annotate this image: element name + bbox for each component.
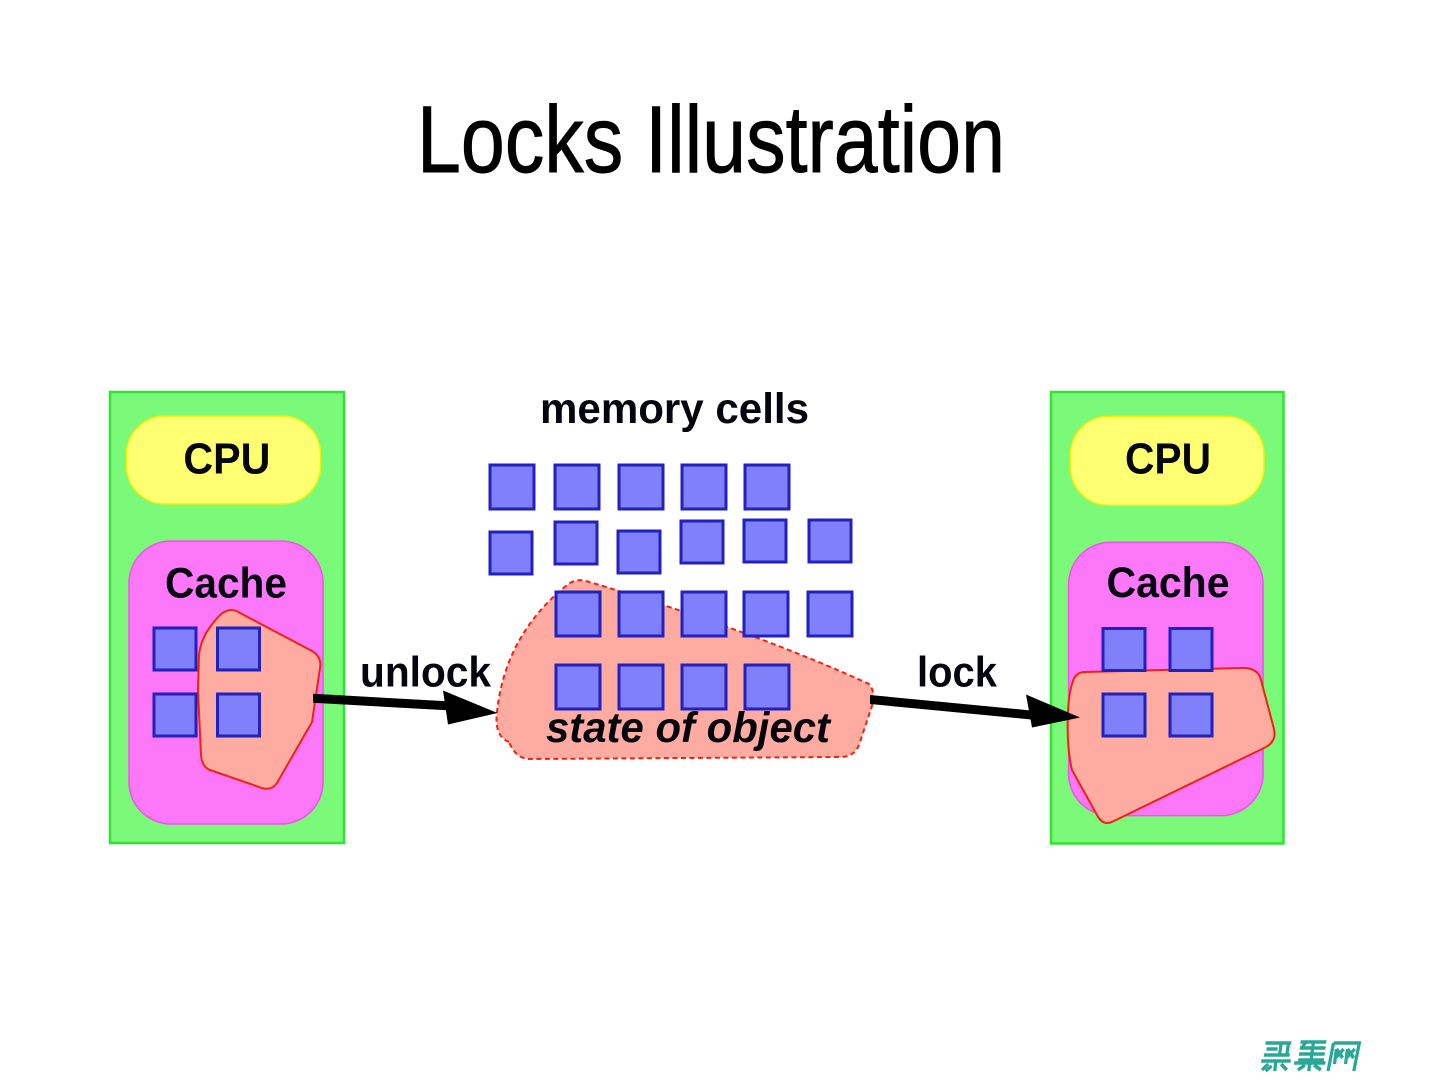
svg-text:Cache: Cache	[1107, 559, 1230, 607]
svg-text:unlock: unlock	[360, 649, 491, 697]
svg-text:CPU: CPU	[183, 435, 270, 484]
svg-text:Cache: Cache	[165, 560, 287, 608]
svg-text:CPU: CPU	[1125, 435, 1211, 484]
svg-text:memory cells: memory cells	[540, 385, 809, 433]
svg-text:Locks Illustration: Locks Illustration	[417, 87, 1005, 193]
svg-text:state of object: state of object	[546, 704, 832, 752]
svg-text:lock: lock	[917, 649, 997, 697]
